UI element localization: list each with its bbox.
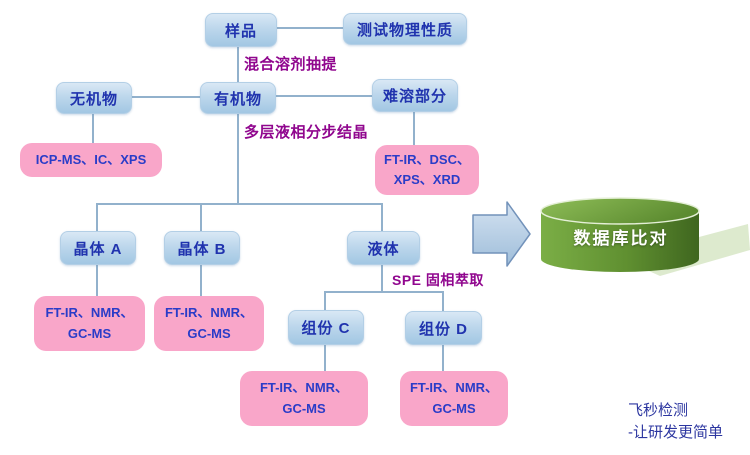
label-multilayer-crystallization: 多层液相分步结晶 [244,124,369,141]
label-mixed-solvent-extraction: 混合溶剂抽提 [244,56,338,73]
analysis-box-inorganic: ICP-MS、IC、XPS [20,143,162,177]
connector-inorganic-organic [131,96,200,98]
arrow-shape [472,201,531,267]
connector-organic-branch [237,112,239,205]
node-liquid: 液体 [347,231,420,265]
analysis-text: FT-IR、DSC、 [384,151,470,167]
flow-arrow-icon [472,201,531,267]
analysis-box-component-c: FT-IR、NMR、 GC-MS [240,371,368,426]
analysis-text: FT-IR、NMR、 [45,305,134,321]
cylinder-top [540,197,700,225]
analysis-box-component-d: FT-IR、NMR、 GC-MS [400,371,508,426]
connector-component-d-analysis [442,343,444,371]
connector-sample-test [276,27,343,29]
analysis-text: FT-IR、NMR、 [409,380,499,396]
connector-branch-component-c [324,291,326,310]
analysis-text: FT-IR、NMR、 [164,305,254,321]
database-cylinder [540,197,750,276]
analysis-text: GC-MS [432,400,476,416]
analysis-text: FT-IR、NMR、 [259,380,349,396]
node-component-c: 组份 C [288,310,364,345]
connector-organic-insoluble [275,95,372,97]
node-crystal-b: 晶体 B [164,231,240,265]
analysis-text: GC-MS [187,325,231,341]
connector-branch-crystal-b [200,203,202,231]
label-spe-extraction: SPE 固相萃取 [392,272,484,288]
watermark-line1: 飞秒检测 [628,402,689,419]
database-label: 数据库比对 [573,229,669,248]
connector-branch-bar-2 [324,291,443,293]
connector-branch-liquid [381,203,383,231]
node-organic: 有机物 [200,82,276,114]
watermark: 飞秒检测 -让研发更简单 [628,400,723,444]
cylinder-bottom [541,246,699,272]
connector-branch-component-d [442,291,444,311]
connector-sample-organic [237,45,239,82]
connector-branch-crystal-a [96,203,98,231]
node-insoluble: 难溶部分 [372,79,458,112]
connector-inorganic-analysis [92,112,94,143]
node-component-d: 组份 D [405,311,482,345]
connector-insoluble-analysis [413,110,415,145]
connector-crystal-a-analysis [96,263,98,296]
node-inorganic: 无机物 [56,82,132,114]
analysis-box-insoluble: FT-IR、DSC、 XPS、XRD [375,145,479,195]
node-crystal-a: 晶体 A [60,231,136,265]
connector-component-c-analysis [324,343,326,371]
node-test-physical: 测试物理性质 [343,13,467,45]
analysis-text: GC-MS [282,400,326,416]
analysis-text: GC-MS [67,325,112,341]
analysis-text: ICP-MS、IC、XPS [35,151,147,167]
connector-crystal-b-analysis [200,263,202,296]
analysis-box-crystal-a: FT-IR、NMR、 GC-MS [34,296,145,351]
analysis-text: XPS、XRD [393,172,461,187]
connector-liquid-branch [381,263,383,293]
analysis-box-crystal-b: FT-IR、NMR、 GC-MS [154,296,264,351]
node-sample: 样品 [205,13,277,47]
watermark-line2: -让研发更简单 [628,423,723,441]
connector-branch-bar [96,203,383,205]
